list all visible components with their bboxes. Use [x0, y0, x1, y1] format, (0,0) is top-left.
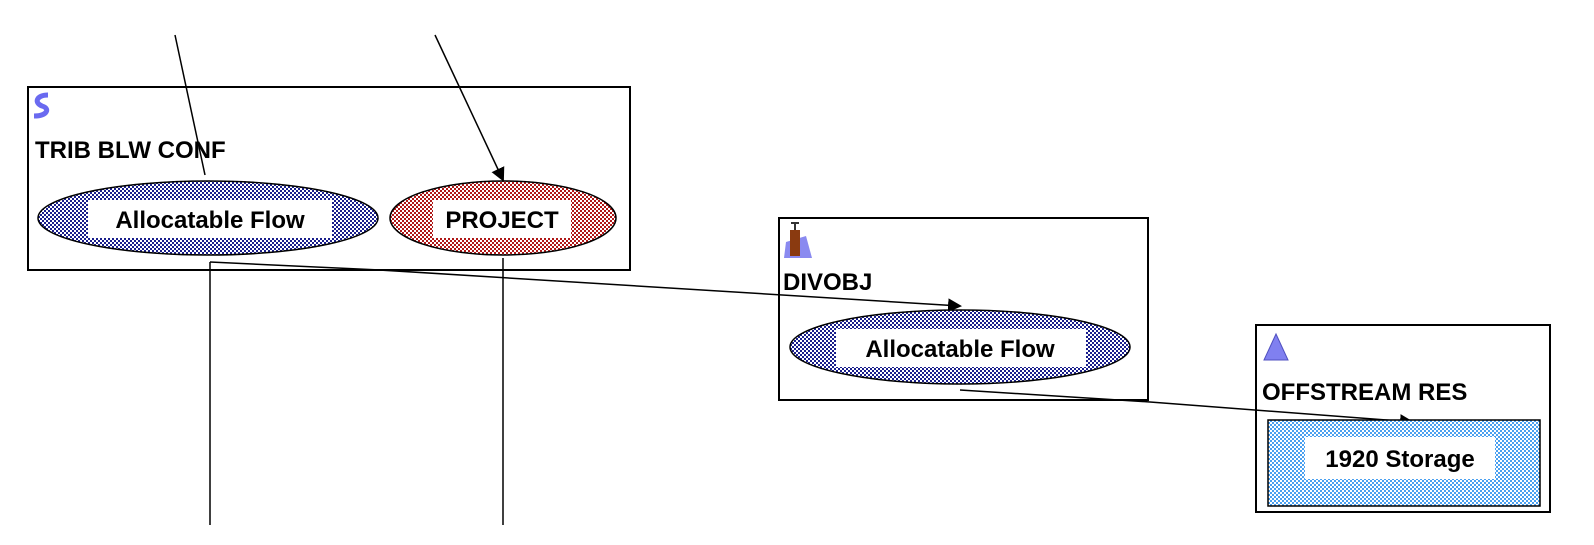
- node-title: DIVOBJ: [783, 269, 872, 296]
- link-incoming-1[interactable]: [174, 34, 206, 176]
- link-divobj-to-offstream[interactable]: [959, 389, 1414, 429]
- account-allocatable-flow[interactable]: Allocatable Flow: [789, 309, 1131, 385]
- node-title: OFFSTREAM RES: [1262, 379, 1467, 406]
- node-title: TRIB BLW CONF: [35, 137, 226, 164]
- link-incoming-project[interactable]: [434, 34, 505, 182]
- stream-icon: [33, 92, 50, 119]
- svg-text:Allocatable Flow: Allocatable Flow: [865, 336, 1055, 363]
- svg-text:PROJECT: PROJECT: [445, 207, 559, 234]
- account-project[interactable]: PROJECT: [389, 180, 617, 256]
- node-offstream-res[interactable]: OFFSTREAM RES 1920 Storage: [1255, 324, 1551, 513]
- svg-text:Allocatable Flow: Allocatable Flow: [115, 207, 305, 234]
- account-1920-storage[interactable]: 1920 Storage: [1267, 419, 1541, 507]
- node-divobj[interactable]: DIVOBJ Allocatable Flow: [778, 217, 1149, 401]
- diversion-icon: [784, 222, 812, 258]
- reservoir-icon: [1263, 332, 1289, 361]
- node-trib-blw-conf[interactable]: TRIB BLW CONF Allocatable Flow PROJECT: [27, 86, 631, 271]
- svg-text:1920 Storage: 1920 Storage: [1325, 446, 1474, 473]
- account-allocatable-flow[interactable]: Allocatable Flow: [37, 180, 379, 256]
